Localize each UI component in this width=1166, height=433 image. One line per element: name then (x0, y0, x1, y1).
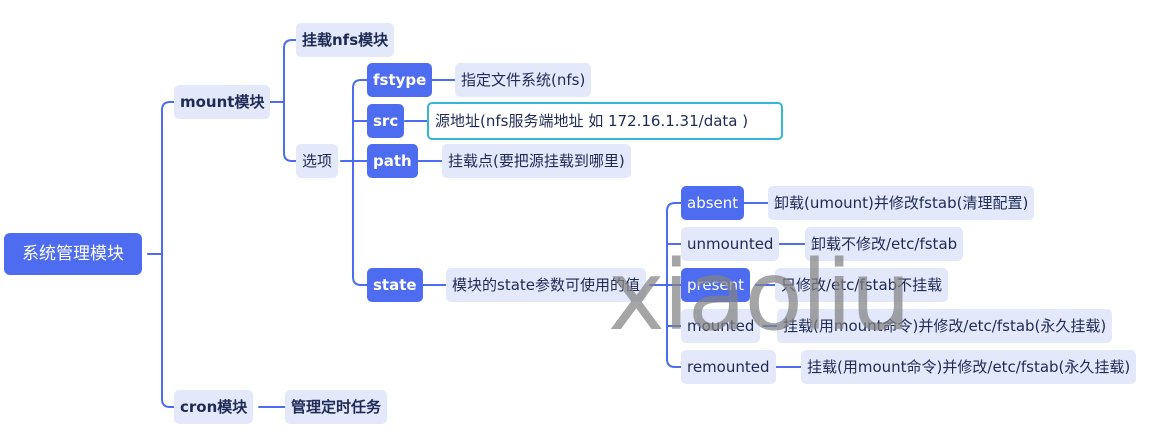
fstype-node[interactable]: fstype (367, 63, 433, 97)
state-node[interactable]: state (367, 268, 423, 302)
state-absent-desc-node[interactable]: 卸载(umount)并修改fstab(清理配置) (768, 186, 1035, 220)
state-present-desc-node[interactable]: 只修改/etc/fstab不挂载 (775, 268, 949, 302)
state-unmounted-desc-node[interactable]: 卸载不修改/etc/fstab (805, 227, 964, 261)
mount-nfs-node[interactable]: 挂载nfs模块 (296, 23, 395, 57)
path-node[interactable]: path (367, 144, 418, 178)
src-node[interactable]: src (367, 104, 405, 138)
watermark-text: xiaoliu (608, 240, 911, 352)
state-present-node[interactable]: present (681, 268, 751, 302)
state-desc-node[interactable]: 模块的state参数可使用的值 (446, 268, 646, 302)
state-unmounted-node[interactable]: unmounted (681, 227, 780, 261)
options-node[interactable]: 选项 (296, 144, 339, 178)
mount-module-node[interactable]: mount模块 (174, 85, 271, 119)
state-mounted-desc-node[interactable]: 挂载(用mount命令)并修改/etc/fstab(永久挂载) (777, 309, 1113, 343)
path-desc-node[interactable]: 挂载点(要把源挂载到哪里) (442, 144, 631, 178)
state-mounted-node[interactable]: mounted (681, 309, 761, 343)
fstype-desc-node[interactable]: 指定文件系统(nfs) (455, 63, 592, 97)
cron-module-node[interactable]: cron模块 (174, 390, 254, 424)
state-absent-node[interactable]: absent (681, 186, 745, 220)
root-node[interactable]: 系统管理模块 (4, 233, 142, 275)
cron-desc-node[interactable]: 管理定时任务 (285, 390, 388, 424)
state-remounted-desc-node[interactable]: 挂载(用mount命令)并修改/etc/fstab(永久挂载) (801, 350, 1137, 384)
state-remounted-node[interactable]: remounted (681, 350, 776, 384)
src-desc-node-selected[interactable]: 源地址(nfs服务端地址 如 172.16.1.31/data ) (427, 102, 783, 140)
